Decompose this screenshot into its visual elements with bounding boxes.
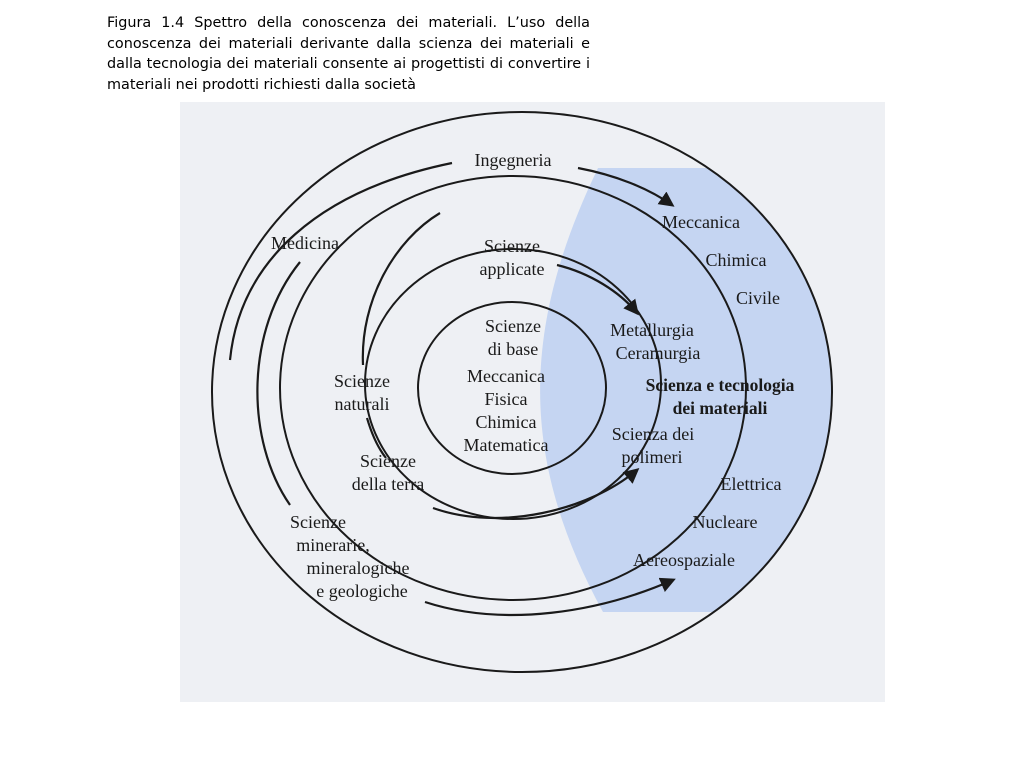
medicine-label: Medicina xyxy=(271,233,339,253)
core-item: Chimica xyxy=(476,412,537,432)
core-title-line2: di base xyxy=(488,339,538,359)
arrow-applicate-to-metallurgia xyxy=(556,263,639,316)
figure-caption: Figura 1.4 Spettro della conoscenza dei … xyxy=(107,15,590,93)
arrow-middle-left xyxy=(361,212,441,366)
core-item: Matematica xyxy=(464,435,549,455)
natural-sciences-line2: naturali xyxy=(335,394,390,414)
earth-sciences-line1: Scienze xyxy=(360,451,416,471)
materials-science-highlight xyxy=(540,168,832,612)
arrow-ingegneria-to-meccanica xyxy=(577,166,675,207)
mineral-sciences-line3: mineralogiche xyxy=(307,558,410,578)
materials-science-line1: Scienza e tecnologia xyxy=(646,375,795,395)
core-circle xyxy=(417,301,607,475)
middle-ring xyxy=(279,175,747,601)
engineering-field: Elettrica xyxy=(721,474,782,494)
engineering-field: Aereospaziale xyxy=(633,550,735,570)
engineering-label: Ingegneria xyxy=(475,150,552,170)
natural-sciences-line1: Scienze xyxy=(334,371,390,391)
metallurgy-label: Metallurgia xyxy=(610,320,694,340)
inner-ring xyxy=(364,248,662,520)
mineral-sciences-line4: e geologiche xyxy=(316,581,407,601)
ceramurgy-label: Ceramurgia xyxy=(616,343,701,363)
polymer-science-line1: Scienza dei xyxy=(612,424,694,444)
core-item: Fisica xyxy=(485,389,528,409)
applied-sciences-line2: applicate xyxy=(480,259,545,279)
arrow-outer-left xyxy=(256,261,301,506)
core-item: Meccanica xyxy=(467,366,545,386)
outer-ring xyxy=(211,111,833,673)
polymer-science-line2: polimeri xyxy=(622,447,683,467)
arrow-mineral-to-aerospace xyxy=(424,577,676,617)
engineering-field: Nucleare xyxy=(693,512,758,532)
core-title-line1: Scienze xyxy=(485,316,541,336)
mineral-sciences-line1: Scienze xyxy=(290,512,346,532)
mineral-sciences-line2: minerarie, xyxy=(296,535,369,555)
engineering-field: Meccanica xyxy=(662,212,740,232)
earth-sciences-line2: della terra xyxy=(352,474,424,494)
arrow-middle-lower-left xyxy=(365,417,387,459)
engineering-field: Civile xyxy=(736,288,780,308)
arrow-terra-to-polimeri xyxy=(432,468,640,519)
arrow-outer-top xyxy=(228,161,453,361)
engineering-field: Chimica xyxy=(706,250,767,270)
materials-science-line2: dei materiali xyxy=(673,398,768,418)
applied-sciences-line1: Scienze xyxy=(484,236,540,256)
